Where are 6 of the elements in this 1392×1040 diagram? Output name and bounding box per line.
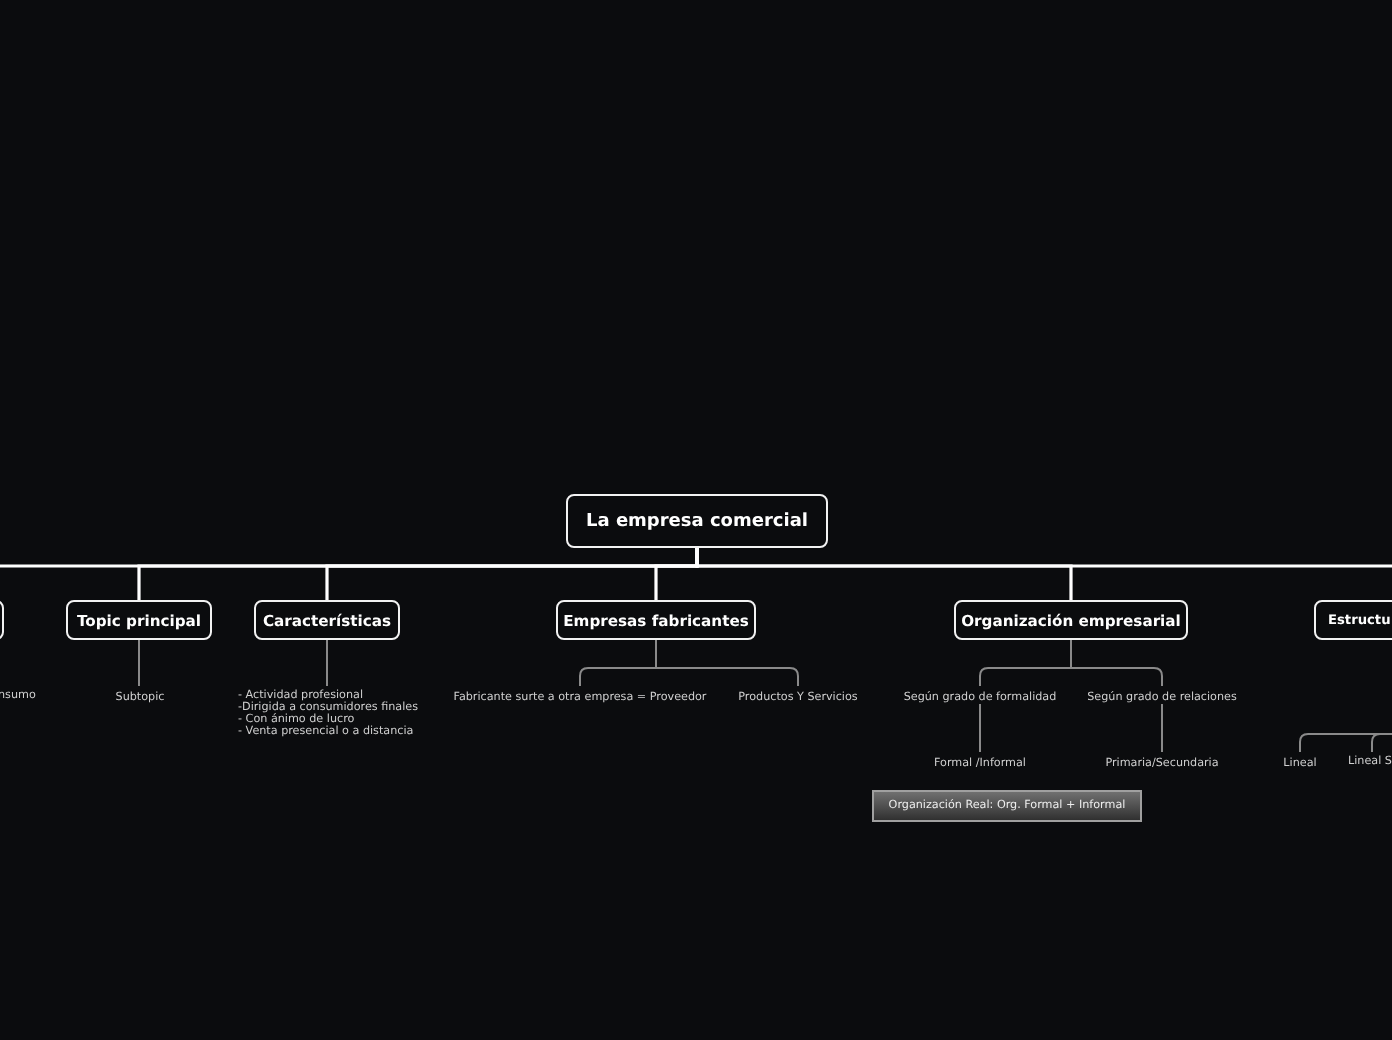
- connector-line: [138, 639, 140, 687]
- connector-line: [1161, 703, 1163, 753]
- connector-line: [979, 703, 981, 753]
- topic-box: La empresa comercial: [566, 494, 828, 548]
- connector-line: [326, 639, 328, 687]
- connector-line: [1070, 639, 1163, 687]
